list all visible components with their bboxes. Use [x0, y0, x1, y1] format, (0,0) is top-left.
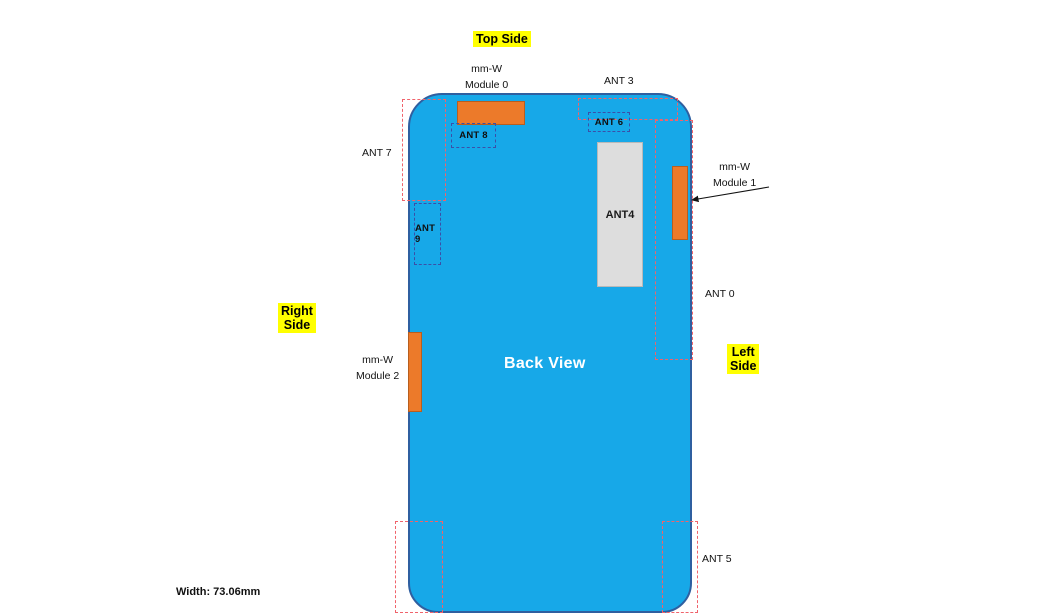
mmwave-module-2-label: mm-W Module 2: [356, 353, 399, 385]
ant0-region: [655, 120, 693, 360]
mmwave-module-2-line2: Module 2: [356, 369, 400, 382]
mmwave-module-0-line1: mm-W: [471, 63, 503, 75]
ant7-label: ANT 7: [362, 147, 392, 159]
mmwave-module-1-line2: Module 1: [713, 176, 757, 189]
ant7-region: [402, 99, 446, 201]
right-side-label: Right Side: [278, 303, 316, 333]
mmwave-module-1: [672, 166, 688, 240]
ant5-region: [662, 521, 698, 613]
mmwave-module-0-label: mm-W Module 0: [465, 62, 508, 94]
mmwave-module-2-line1: mm-W: [362, 354, 394, 366]
left-side-label: Left Side: [727, 344, 760, 374]
ant3-region: [578, 98, 678, 120]
mmwave-module-0: [457, 101, 525, 125]
phone-back-body: [408, 93, 692, 613]
ant0-label: ANT 0: [705, 288, 735, 300]
ant6-region: ANT 6: [588, 112, 630, 132]
ant3-label: ANT 3: [604, 75, 634, 87]
diagram-canvas: ANT4 ANT 9 ANT 8 ANT 6 Top Side Right Si…: [176, 31, 770, 613]
ant5-label: ANT 5: [702, 553, 732, 565]
ant8-label: ANT 8: [459, 130, 488, 141]
mmwave-module-2: [408, 332, 422, 412]
ant4-label: ANT4: [605, 208, 635, 221]
ant9-label: ANT 9: [415, 223, 436, 245]
ant6-label: ANT 6: [594, 116, 624, 128]
ant4-patch: ANT4: [597, 142, 643, 287]
ant9-region: ANT 9: [414, 203, 441, 265]
mmwave-module-1-label: mm-W Module 1: [713, 160, 756, 192]
bottom-left-antenna-region: [395, 521, 443, 613]
mmwave-module-1-line1: mm-W: [719, 161, 751, 173]
ant8-region: ANT 8: [451, 123, 496, 148]
width-dimension-label: Width: 73.06mm: [176, 586, 261, 598]
top-side-label: Top Side: [473, 31, 531, 47]
back-view-label: Back View: [504, 355, 586, 372]
mmwave-module-0-line2: Module 0: [465, 78, 509, 91]
